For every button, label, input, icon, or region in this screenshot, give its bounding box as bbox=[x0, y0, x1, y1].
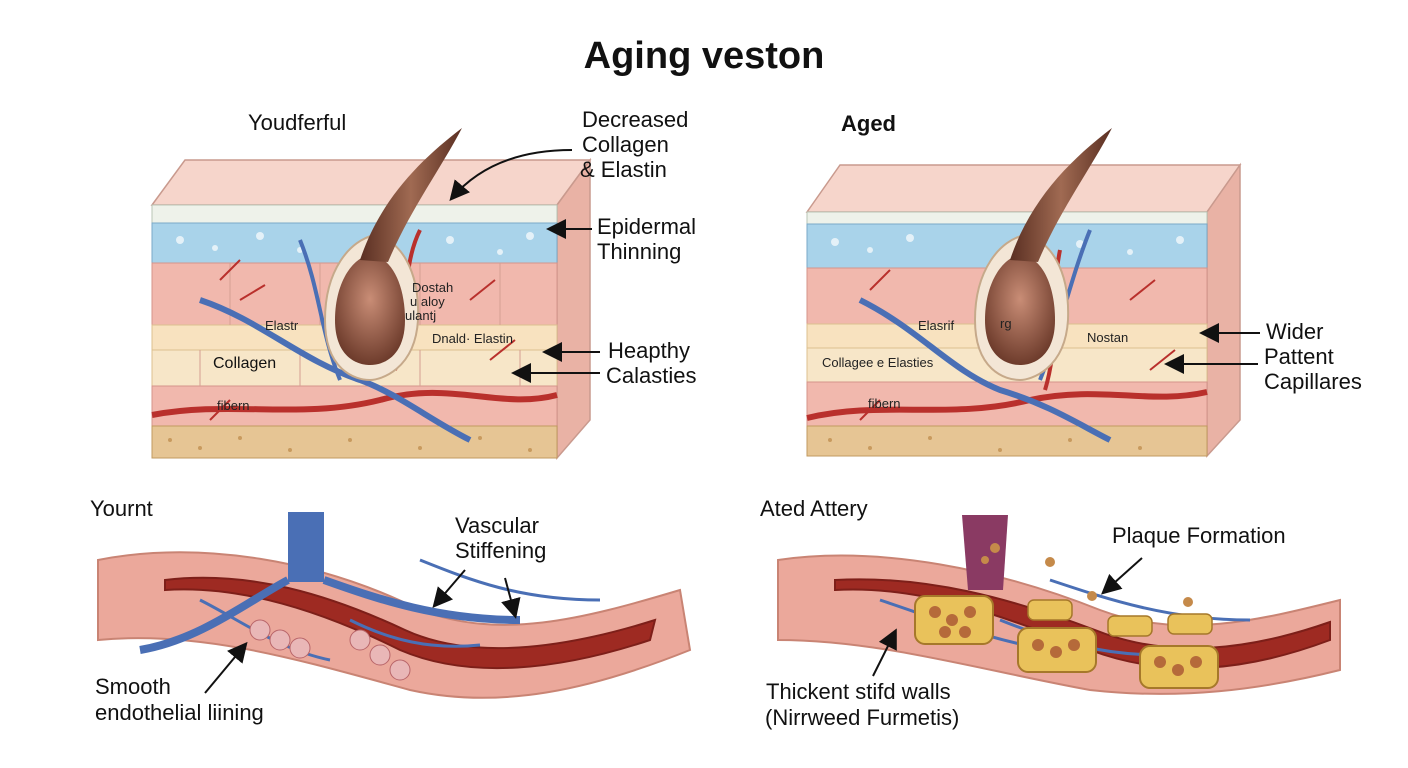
young-artery bbox=[97, 512, 692, 699]
callout-plaque-arrow bbox=[1101, 557, 1143, 595]
inner-label-dostah-2: u aloy bbox=[410, 294, 445, 309]
callout-collagen-line3: & Elastin bbox=[580, 157, 667, 182]
inner-label-nostan: Nostan bbox=[1087, 330, 1128, 345]
inner-label-elastr: Elastr bbox=[265, 318, 299, 333]
callout-wider-line1: Wider bbox=[1266, 319, 1323, 344]
inner-label-dostah-3: ulantj bbox=[405, 308, 436, 323]
panel-label-aged-skin: Aged bbox=[841, 111, 896, 136]
callout-collagen-line1: Decreased bbox=[582, 107, 688, 132]
callout-smooth-line1: Smooth bbox=[95, 674, 171, 699]
callout-vascular-arrow-1 bbox=[432, 569, 466, 609]
inner-label-collagen: Collagen bbox=[213, 355, 276, 372]
panel-label-young-artery: Yournt bbox=[90, 496, 153, 521]
aged-artery bbox=[777, 515, 1341, 695]
panel-label-young-skin: Youdferful bbox=[248, 110, 346, 135]
inner-label-fibern: fibern bbox=[217, 398, 250, 413]
callout-epidermal-line1: Epidermal bbox=[597, 214, 696, 239]
inner-label-follicle: rg bbox=[1000, 316, 1012, 331]
inner-label-dnald-elastin: Dnald· Elastin bbox=[432, 331, 513, 346]
callout-vascular-line2: Stiffening bbox=[455, 538, 546, 563]
plaque-deposits bbox=[914, 595, 1219, 689]
callout-wider-line3: Capillares bbox=[1264, 369, 1362, 394]
inner-label-dostah-1: Dostah bbox=[412, 280, 453, 295]
callout-collagen-line2: Collagen bbox=[582, 132, 669, 157]
callout-thick-arrow bbox=[872, 628, 897, 677]
callout-thick-line1: Thickent stifd walls bbox=[766, 679, 951, 704]
inner-label-elasrif: Elasrif bbox=[918, 318, 955, 333]
callout-vascular-arrow-2 bbox=[501, 577, 521, 619]
panel-label-aged-artery: Ated Attery bbox=[760, 496, 868, 521]
diagram-title: Aging veston bbox=[584, 35, 825, 77]
callout-smooth-line2: endothelial liining bbox=[95, 700, 264, 725]
callout-heapthy-line2: Calasties bbox=[606, 363, 696, 388]
young-skin-block bbox=[150, 128, 592, 461]
callout-vascular-line1: Vascular bbox=[455, 513, 539, 538]
callout-thick-line2: (Nirrweed Furmetis) bbox=[765, 705, 959, 730]
callout-heapthy-line1: Heapthy bbox=[608, 338, 690, 363]
callout-smooth-arrow bbox=[204, 641, 248, 694]
callout-plaque: Plaque Formation bbox=[1112, 523, 1286, 548]
inner-label-collagee: Collagee e Elasties bbox=[822, 355, 934, 370]
inner-label-fibern-aged: fibern bbox=[868, 396, 901, 411]
callout-wider-line2: Pattent bbox=[1264, 344, 1334, 369]
callout-epidermal-line2: Thinning bbox=[597, 239, 681, 264]
callout-collagen-arrow bbox=[449, 149, 573, 202]
aged-skin-block bbox=[805, 128, 1242, 458]
